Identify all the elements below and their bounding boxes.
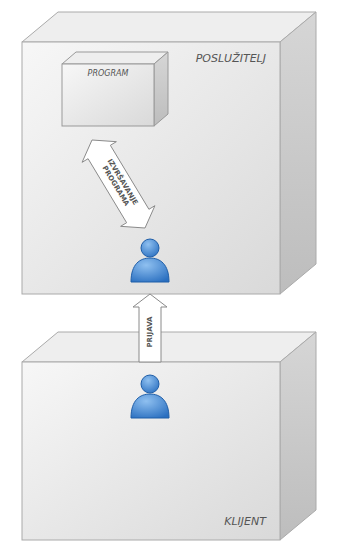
box-title: PROGRAM: [88, 69, 129, 78]
user-icon: [131, 375, 169, 418]
client-box-3d: [22, 332, 316, 540]
arrow-label: PRIJAVA: [146, 315, 154, 348]
box-title: POSLUŽITELJ: [196, 52, 266, 65]
program-box-3d: [62, 52, 168, 126]
server-box-3d: [22, 12, 316, 294]
client-box: KLIJENT: [22, 362, 280, 540]
double-block-arrow: [82, 140, 155, 228]
server-box: POSLUŽITELJ PROGRAM: [22, 42, 280, 294]
block-arrow: [133, 294, 167, 362]
box-title: KLIJENT: [224, 515, 266, 528]
user-icon: [131, 239, 169, 282]
program-box: PROGRAM: [62, 64, 154, 126]
arrow-label: IZVRŠAVANJE PROGRAMA: [94, 151, 143, 218]
